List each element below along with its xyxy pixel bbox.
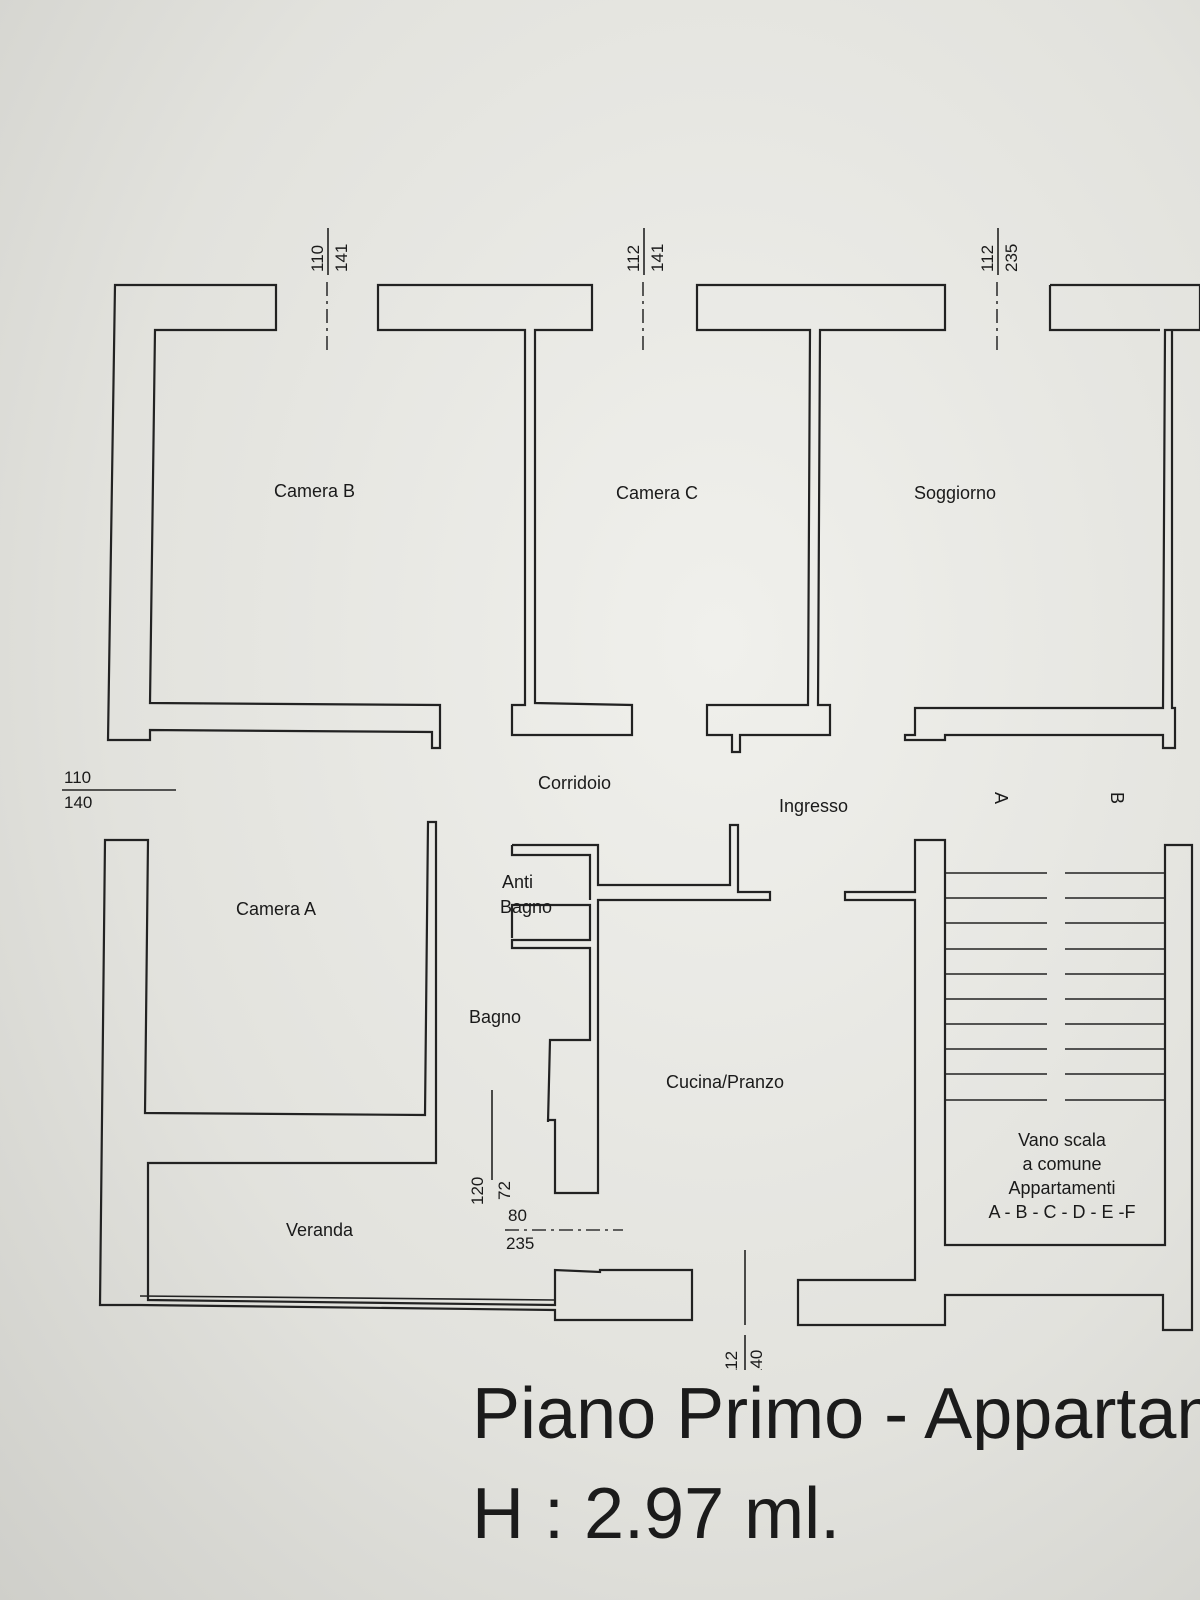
- wall-camera-b: [106, 283, 442, 750]
- dim-bottom-num: 112: [722, 1351, 741, 1370]
- label-camera-b: Camera B: [274, 481, 355, 501]
- dim-bagno-den: 72: [495, 1181, 514, 1200]
- wall-veranda-sill: [139, 1295, 556, 1301]
- stair-marker-a: A: [991, 792, 1011, 804]
- dim-left-den: 140: [64, 793, 92, 812]
- label-vano-scala-1: Vano scala: [1018, 1130, 1107, 1150]
- dim-top-1-num: 110: [308, 245, 327, 272]
- dim-top-1-den: 141: [332, 244, 351, 272]
- label-cucina: Cucina/Pranzo: [666, 1072, 784, 1092]
- dim-top-3-num: 112: [978, 245, 997, 272]
- label-soggiorno: Soggiorno: [914, 483, 996, 503]
- wall-camera-c-right: [695, 283, 947, 754]
- label-anti-bagno: Bagno: [500, 897, 552, 917]
- label-camera-c: Camera C: [616, 483, 698, 503]
- label-vano-scala-4: A - B - C - D - E -F: [989, 1202, 1136, 1222]
- dim-top-2-num: 112: [624, 245, 643, 272]
- label-bagno: Bagno: [469, 1007, 521, 1027]
- label-vano-scala-2: a comune: [1022, 1154, 1101, 1174]
- plan-title: Piano Primo - Appartamento: [472, 1378, 1200, 1450]
- dim-top-2-den: 141: [648, 244, 667, 272]
- dim-left-num: 110: [64, 768, 91, 787]
- wall-camera-a: [98, 820, 694, 1322]
- dim-top-3-den: 235: [1002, 244, 1021, 272]
- label-anti: Anti: [502, 872, 533, 892]
- label-vano-scala-3: Appartamenti: [1008, 1178, 1115, 1198]
- wall-soggiorno: [903, 283, 1200, 750]
- dim-bagno-num: 120: [468, 1177, 487, 1205]
- wall-anti-bagno: [510, 823, 772, 1195]
- dim-veranda-den: 235: [506, 1234, 534, 1253]
- wall-camera-c-left: [376, 283, 634, 737]
- label-camera-a: Camera A: [236, 899, 316, 919]
- label-veranda: Veranda: [286, 1220, 354, 1240]
- wall-ingresso-right: [796, 838, 1194, 1332]
- floor-plan: Camera B Camera C Soggiorno Corridoio In…: [62, 228, 1200, 1370]
- stairs: [945, 872, 1165, 1101]
- dim-bottom-den: 140: [747, 1350, 766, 1370]
- plan-height: H : 2.97 ml.: [472, 1474, 841, 1554]
- label-corridoio: Corridoio: [538, 773, 611, 793]
- label-ingresso: Ingresso: [779, 796, 848, 816]
- stair-marker-b: B: [1107, 792, 1127, 804]
- dim-veranda-num: 80: [508, 1206, 527, 1225]
